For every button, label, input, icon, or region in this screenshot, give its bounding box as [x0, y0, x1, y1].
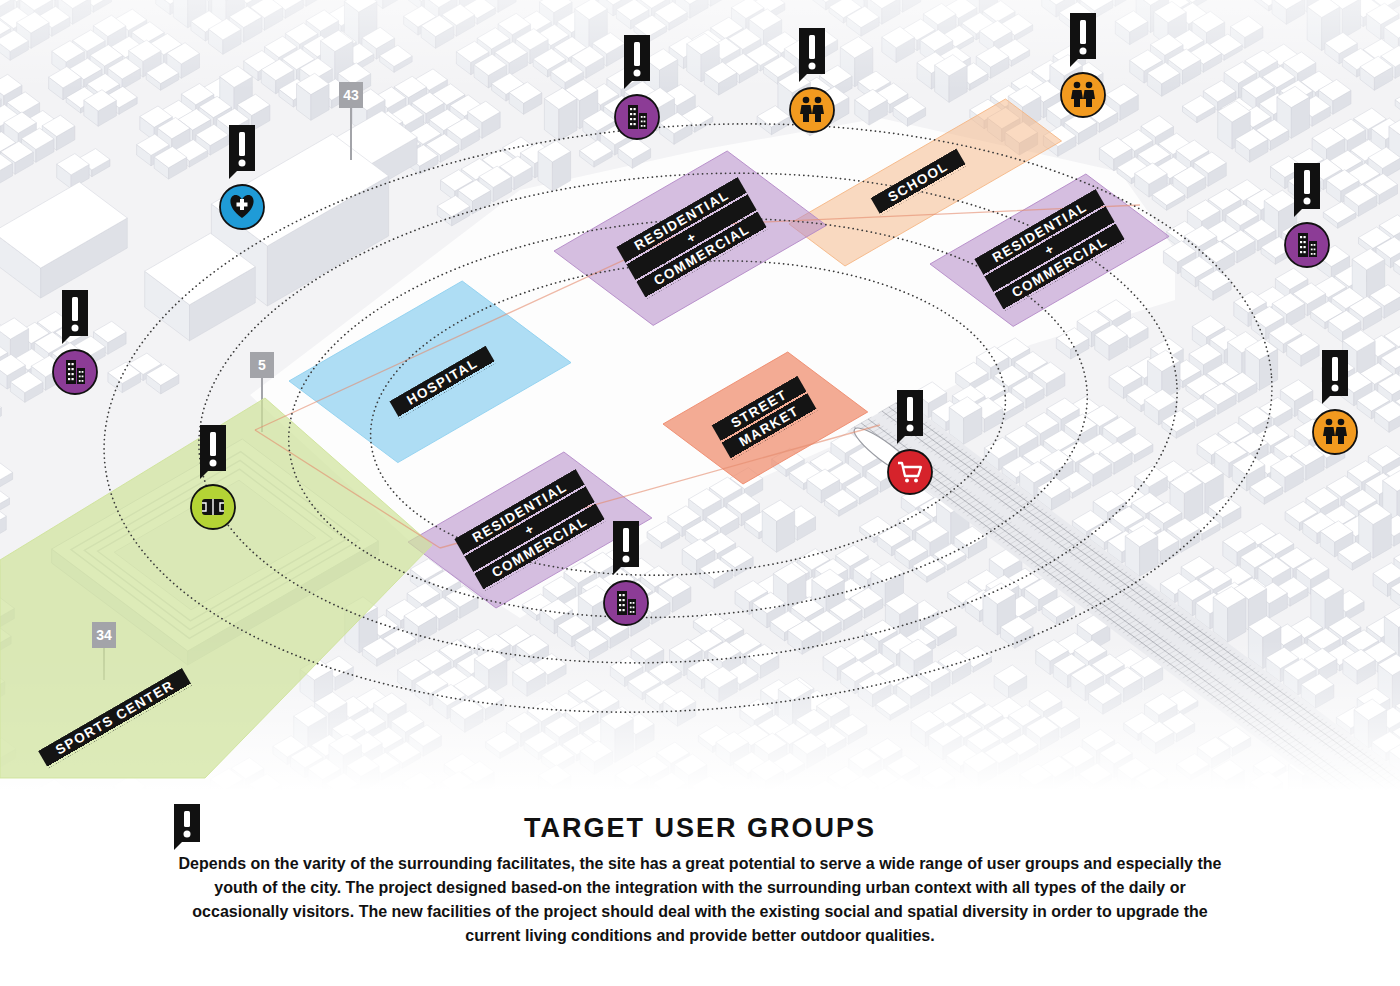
page: SCHOOLRESIDENTIAL + COMMERCIALRESIDENTIA… — [0, 0, 1400, 986]
